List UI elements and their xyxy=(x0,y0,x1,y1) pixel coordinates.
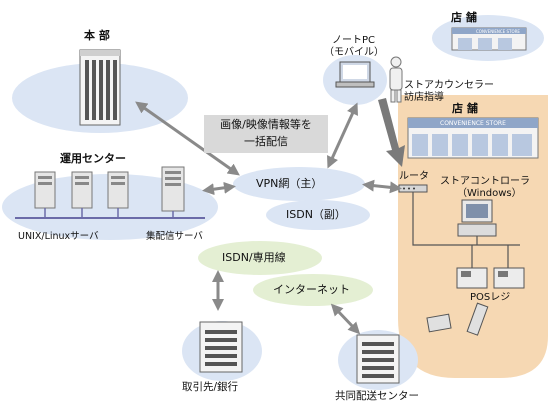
operation-center-label: 運用センター xyxy=(60,152,126,165)
top-store-building-icon xyxy=(451,27,527,51)
unix-server-icon xyxy=(34,171,129,209)
internet-cloud xyxy=(253,274,373,306)
router-icon xyxy=(398,184,428,193)
hq-to-vpn-arrow xyxy=(135,101,240,176)
store-controller-os-label: （Windows） xyxy=(457,188,522,199)
isdn-sub-label: ISDN（副） xyxy=(286,208,346,221)
internet-to-delivery-arrow xyxy=(330,303,361,335)
pos-register-label: POSレジ xyxy=(470,292,511,303)
joint-delivery-label: 共同配送センター xyxy=(335,390,419,402)
isdn-sub-cloud xyxy=(266,200,370,230)
isdn-leased-cloud xyxy=(198,241,322,275)
pos-register-icon xyxy=(456,267,525,289)
distribution-server-icon xyxy=(161,166,185,212)
counselor-visit-arrow xyxy=(378,98,405,167)
broadcast-note-line2: 一括配信 xyxy=(244,135,288,148)
notebook-pc-label: ノートPC xyxy=(332,35,376,46)
store-counselor-label: ストアカウンセラー xyxy=(404,80,494,91)
top-store-label: 店 舗 xyxy=(451,11,477,24)
headquarters-building-icon xyxy=(79,49,121,126)
notebook-to-vpn-arrow xyxy=(327,102,358,169)
headquarters-label: 本 部 xyxy=(84,29,110,42)
router-label: ルータ xyxy=(399,171,429,182)
opcenter-to-vpn-arrow xyxy=(202,181,236,196)
isdn-leased-label: ISDN/専用線 xyxy=(222,251,286,264)
main-store-label: 店 舗 xyxy=(452,102,478,115)
distribution-server-label: 集配信サーバ xyxy=(146,231,203,242)
unix-server-label: UNIX/Linuxサーバ xyxy=(18,231,99,242)
store-controller-pc-icon xyxy=(457,199,497,237)
partner-bank-building-icon xyxy=(199,321,243,373)
store-counselor-icon xyxy=(389,56,403,103)
notebook-pc-icon xyxy=(335,61,375,88)
broadcast-note-box xyxy=(204,115,328,153)
main-store-sign: CONVENIENCE STORE xyxy=(440,120,506,127)
notebook-mobile-label: （モバイル） xyxy=(324,47,384,58)
internet-label: インターネット xyxy=(273,283,350,296)
store-visit-label: 訪店指導 xyxy=(404,92,444,103)
vpn-to-router-arrow xyxy=(362,179,402,194)
top-store-sign: CONVENIENCE STORE xyxy=(476,29,520,34)
vpn-cloud xyxy=(233,167,365,201)
handheld-terminal-icon xyxy=(426,302,489,336)
main-store-building-icon xyxy=(407,117,539,159)
vpn-main-label: VPN網（主） xyxy=(256,177,323,190)
store-controller-label: ストアコントローラ xyxy=(440,176,530,187)
broadcast-note-line1: 画像/映像情報等を xyxy=(220,118,312,131)
store-lan-lines xyxy=(412,192,520,268)
partner-bank-label: 取引先/銀行 xyxy=(182,381,239,393)
joint-delivery-building-icon xyxy=(356,334,400,384)
